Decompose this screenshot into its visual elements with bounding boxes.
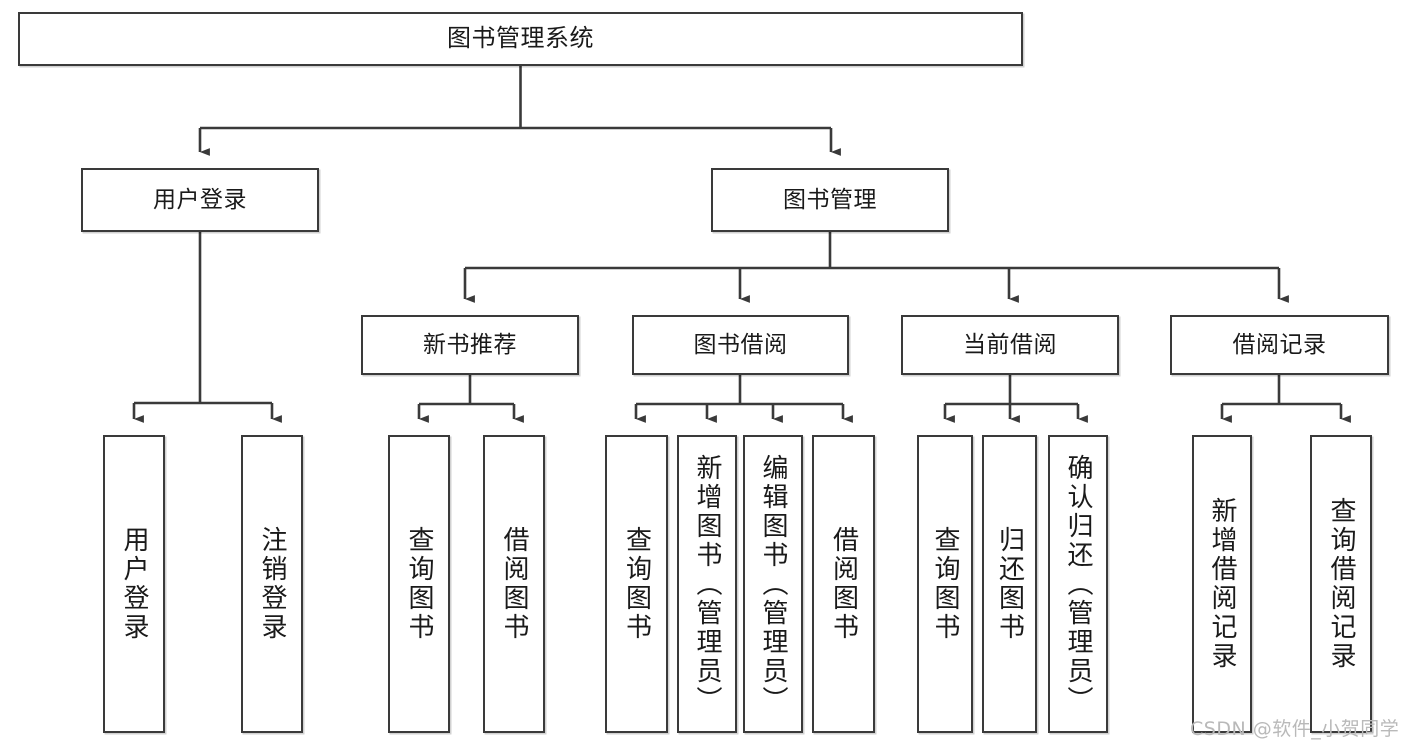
node-borrow-record[interactable]: 借阅记录 bbox=[1170, 315, 1389, 375]
leaf-add-book-admin[interactable]: 新增图书（管理员） bbox=[677, 435, 737, 733]
node-label: 新书推荐 bbox=[423, 331, 517, 358]
node-user-login[interactable]: 用户登录 bbox=[81, 168, 319, 232]
node-root[interactable]: 图书管理系统 bbox=[18, 12, 1023, 66]
node-label: 查询借阅记录 bbox=[1326, 497, 1356, 671]
node-new-book-recommend[interactable]: 新书推荐 bbox=[361, 315, 579, 375]
node-book-management[interactable]: 图书管理 bbox=[711, 168, 949, 232]
node-label: 查询图书 bbox=[930, 526, 960, 642]
node-label: 注销登录 bbox=[257, 526, 287, 642]
node-label: 用户登录 bbox=[119, 526, 149, 642]
leaf-logout[interactable]: 注销登录 bbox=[241, 435, 303, 733]
node-label: 编辑图书（管理员） bbox=[758, 453, 788, 715]
node-label: 用户登录 bbox=[153, 186, 247, 213]
leaf-add-borrow-record[interactable]: 新增借阅记录 bbox=[1192, 435, 1252, 733]
leaf-return-book[interactable]: 归还图书 bbox=[982, 435, 1037, 733]
csdn-watermark: CSDN @软件_小贺同学 bbox=[1190, 718, 1400, 740]
node-label: 当前借阅 bbox=[963, 331, 1057, 358]
leaf-query-book-current[interactable]: 查询图书 bbox=[917, 435, 973, 733]
node-label: 借阅记录 bbox=[1232, 331, 1327, 358]
node-label: 确认归还（管理员） bbox=[1063, 453, 1093, 715]
node-label: 借阅图书 bbox=[828, 526, 859, 642]
node-label: 查询图书 bbox=[621, 526, 652, 642]
leaf-query-book-borrow[interactable]: 查询图书 bbox=[605, 435, 668, 733]
node-label: 新增图书（管理员） bbox=[692, 453, 722, 715]
leaf-query-borrow-record[interactable]: 查询借阅记录 bbox=[1310, 435, 1372, 733]
leaf-borrow-book-recommend[interactable]: 借阅图书 bbox=[483, 435, 545, 733]
node-label: 借阅图书 bbox=[499, 526, 529, 642]
leaf-borrow-book[interactable]: 借阅图书 bbox=[812, 435, 875, 733]
node-label: 图书管理系统 bbox=[447, 24, 594, 53]
node-current-borrow[interactable]: 当前借阅 bbox=[901, 315, 1119, 375]
node-label: 新增借阅记录 bbox=[1207, 497, 1237, 671]
node-label: 归还图书 bbox=[994, 526, 1025, 642]
leaf-edit-book-admin[interactable]: 编辑图书（管理员） bbox=[743, 435, 803, 733]
node-label: 查询图书 bbox=[404, 526, 434, 642]
node-book-borrow[interactable]: 图书借阅 bbox=[632, 315, 849, 375]
node-label: 图书借阅 bbox=[693, 331, 788, 358]
node-label: 图书管理 bbox=[783, 186, 877, 213]
leaf-user-login[interactable]: 用户登录 bbox=[103, 435, 165, 733]
leaf-query-book-recommend[interactable]: 查询图书 bbox=[388, 435, 450, 733]
leaf-confirm-return-admin[interactable]: 确认归还（管理员） bbox=[1048, 435, 1108, 733]
